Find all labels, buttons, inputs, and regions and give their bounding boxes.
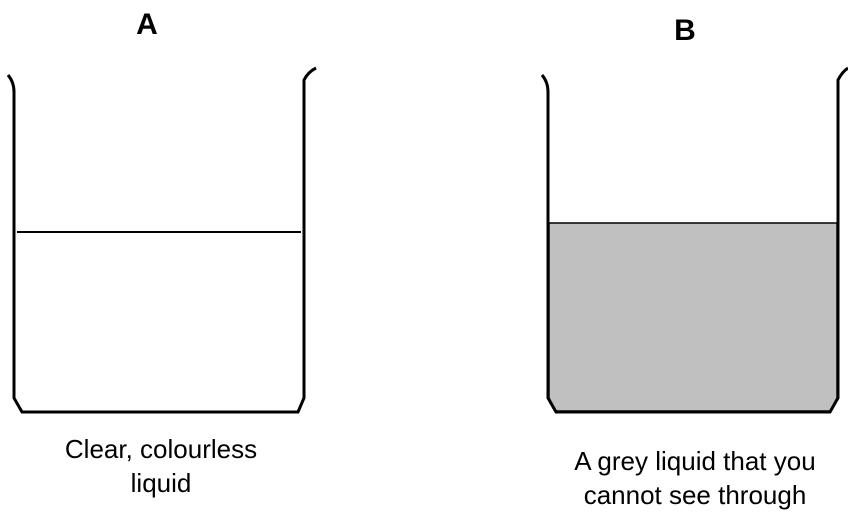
beaker-b-caption-line1: A grey liquid that you [574,446,816,476]
beaker-b-caption-line2: cannot see through [583,480,807,510]
beaker-a-caption-line1: Clear, colourless [64,434,258,464]
beaker-a-caption: Clear, colourless liquid [16,432,306,500]
beaker-a-outline [6,66,317,414]
beaker-b-letter: B [674,14,696,47]
beaker-b-caption: A grey liquid that you cannot see throug… [545,444,845,512]
beaker-b-liquid [548,222,838,412]
beaker-a-letter: A [136,8,158,41]
beaker-a-caption-line2: liquid [130,468,192,498]
beaker-b-outline [540,66,848,414]
